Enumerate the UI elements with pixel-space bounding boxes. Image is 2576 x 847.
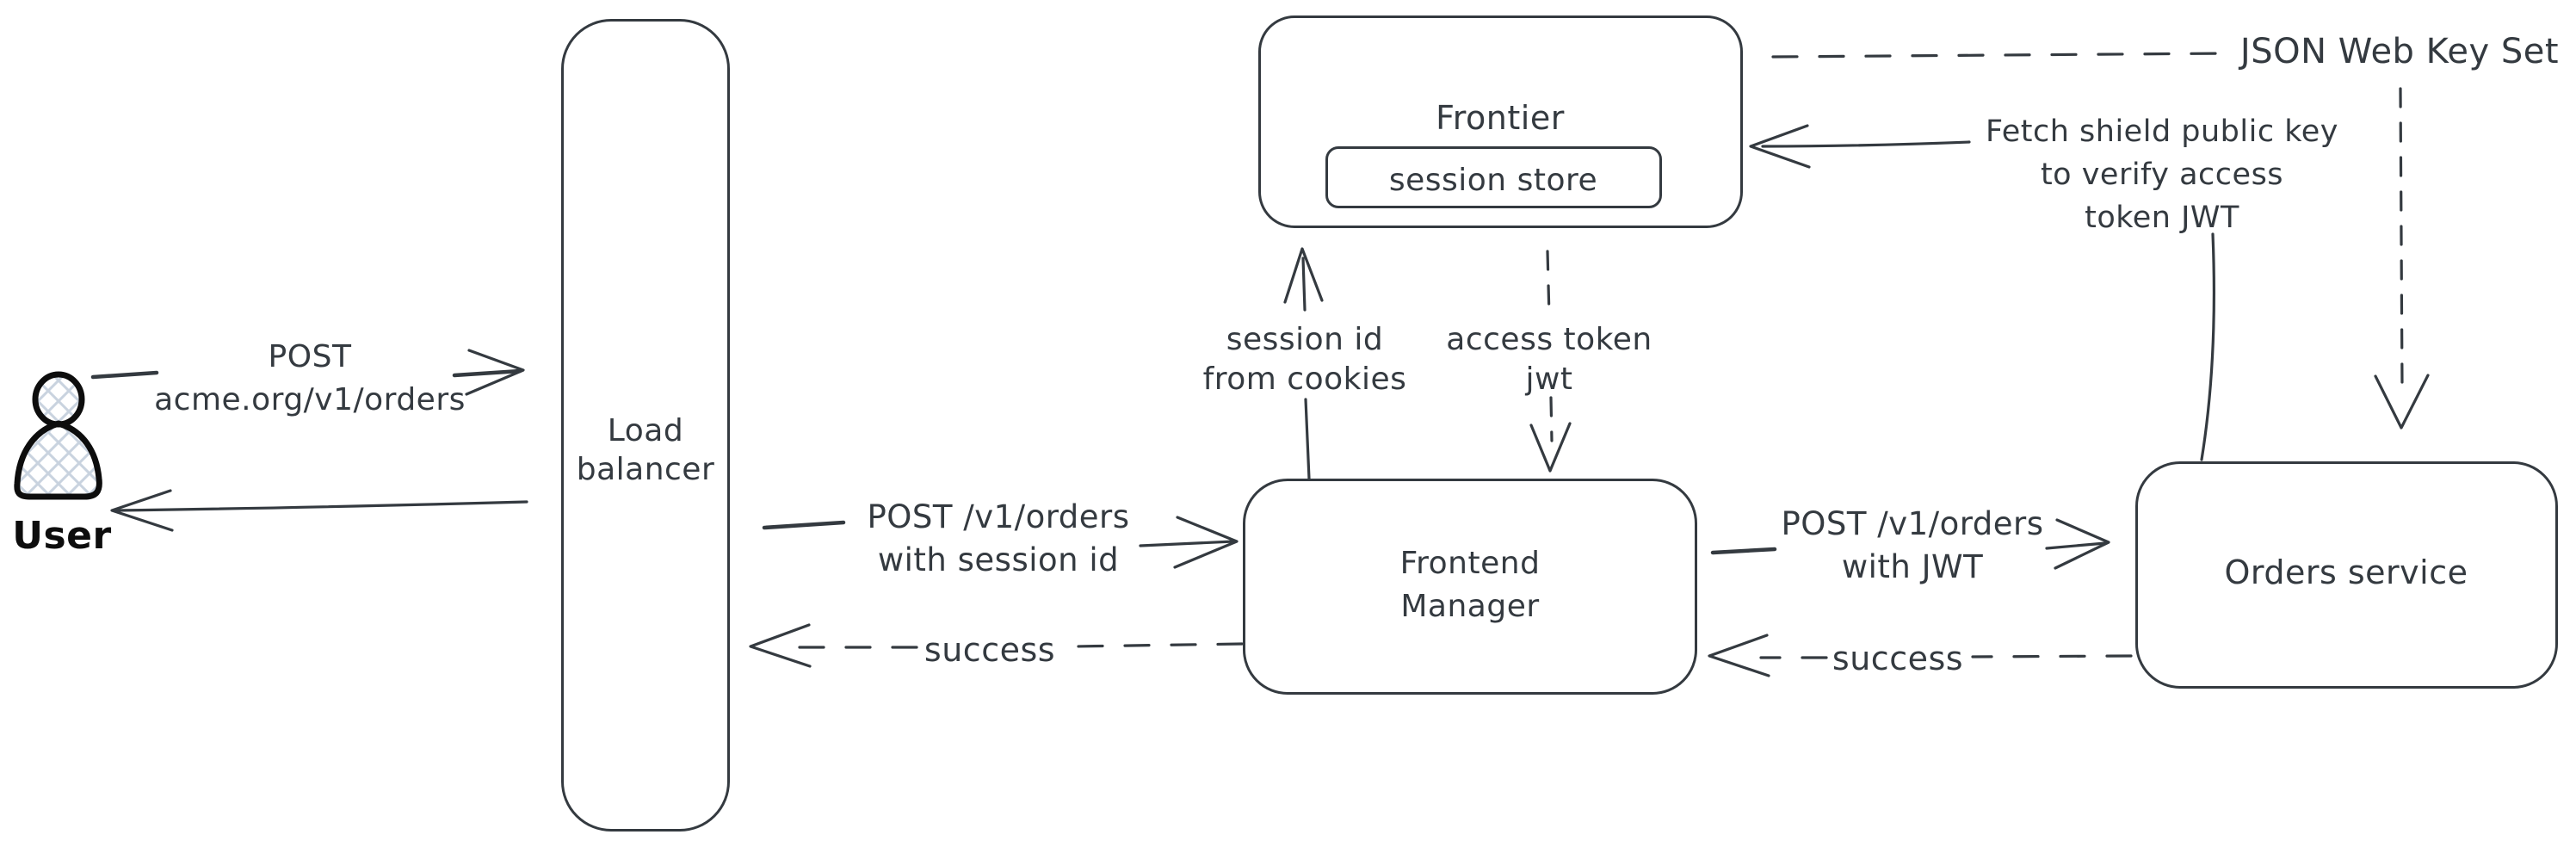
edge-label-post-orders-session-id-line2: with session id: [877, 541, 1120, 578]
edge-label-post-orders-session-id: POST /v1/orders with session id: [867, 496, 1129, 582]
edge-label-post-orders-jwt-line1: POST /v1/orders: [1781, 505, 2044, 542]
edge-frontier-to-fm-arrowhead: [1529, 422, 1572, 473]
edge-frontier-to-fm-dash-lower: [1549, 396, 1554, 442]
edge-lb-to-fm-arrowhead: [1173, 516, 1239, 569]
edge-fm-to-lb-dash-right: [1072, 642, 1244, 648]
edge-jwks-arrowhead: [2374, 374, 2430, 430]
edge-label-post-acme-orders-line1: POST: [268, 339, 352, 374]
edge-orders-to-frontier-arrowhead: [1749, 124, 1811, 169]
edge-label-json-web-key-set: JSON Web Key Set: [2239, 32, 2560, 71]
session-store-label: session store: [1388, 163, 1598, 198]
load-balancer-node: [561, 19, 730, 832]
frontend-manager-label: Frontend Manager: [1400, 542, 1541, 628]
edge-label-success-orders: success: [1832, 640, 1964, 677]
edge-fm-to-lb-arrowhead: [749, 623, 812, 668]
orders-service-label: Orders service: [2224, 553, 2468, 591]
edge-label-fetch-shield-key-line2: to verify access: [2040, 158, 2284, 192]
edge-label-fetch-shield-key-line3: token JWT: [2085, 201, 2239, 235]
frontend-manager-node: [1243, 479, 1697, 695]
edge-label-access-token-jwt-line2: jwt: [1525, 362, 1573, 397]
edge-fm-to-orders-arrowhead: [2054, 518, 2110, 570]
edge-label-session-id-cookies: session id from cookies: [1203, 320, 1407, 399]
edge-jwks-dash-vertical: [2399, 87, 2404, 387]
edge-orders-to-frontier-vertical: [2200, 232, 2215, 461]
edge-label-access-token-jwt-line1: access token: [1446, 322, 1652, 357]
edge-label-post-orders-session-id-line1: POST /v1/orders: [867, 498, 1130, 535]
orders-service-node: [2135, 461, 2558, 689]
edge-label-fetch-shield-key-line1: Fetch shield public key: [1986, 114, 2338, 149]
frontend-manager-label-line2: Manager: [1400, 589, 1540, 624]
edge-orders-to-frontier-shaft: [1761, 140, 1971, 148]
edge-user-to-lb-arrowhead: [465, 349, 525, 396]
edge-lb-to-fm-stub: [762, 520, 846, 530]
edge-fm-to-frontier-lower: [1304, 398, 1311, 480]
edge-frontier-to-fm-dash-upper: [1546, 250, 1551, 318]
edge-fm-to-orders-shaft: [2045, 541, 2107, 550]
edge-label-session-id-cookies-line1: session id: [1226, 322, 1384, 357]
edge-lb-to-user-arrowhead: [110, 489, 174, 532]
frontier-label: Frontier: [1436, 99, 1565, 137]
frontend-manager-label-line1: Frontend: [1399, 546, 1541, 581]
edge-label-post-orders-jwt: POST /v1/orders with JWT: [1781, 503, 2043, 589]
edge-fm-to-frontier-upper: [1301, 257, 1307, 312]
edge-fm-to-frontier-arrowhead: [1283, 247, 1324, 304]
load-balancer-label: Load balancer: [577, 411, 715, 489]
edge-orders-to-fm-arrowhead: [1708, 634, 1770, 677]
session-store-node: [1325, 146, 1662, 208]
user-person-icon: [14, 371, 102, 500]
edge-label-session-id-cookies-line2: from cookies: [1202, 362, 1407, 397]
edge-jwks-dash-horizontal: [1771, 52, 2229, 59]
edge-fm-to-orders-stub: [1710, 547, 1777, 555]
user-label: User: [12, 514, 112, 558]
edge-label-post-orders-jwt-line2: with JWT: [1841, 548, 1984, 585]
load-balancer-label-line2: balancer: [576, 452, 715, 487]
edge-label-access-token-jwt: access token jwt: [1446, 320, 1652, 399]
edge-label-post-acme-orders-line2: acme.org/v1/orders: [154, 382, 466, 417]
edge-orders-to-fm-dash-right: [1971, 654, 2133, 658]
edge-label-post-acme-orders: POST acme.org/v1/orders: [154, 336, 466, 422]
edge-lb-to-fm-shaft: [1139, 540, 1235, 547]
edge-lb-to-user-shaft: [114, 500, 528, 512]
edge-label-success-lb: success: [924, 631, 1056, 669]
edge-label-fetch-shield-key: Fetch shield public key to verify access…: [1986, 110, 2338, 239]
load-balancer-label-line1: Load: [607, 413, 684, 448]
